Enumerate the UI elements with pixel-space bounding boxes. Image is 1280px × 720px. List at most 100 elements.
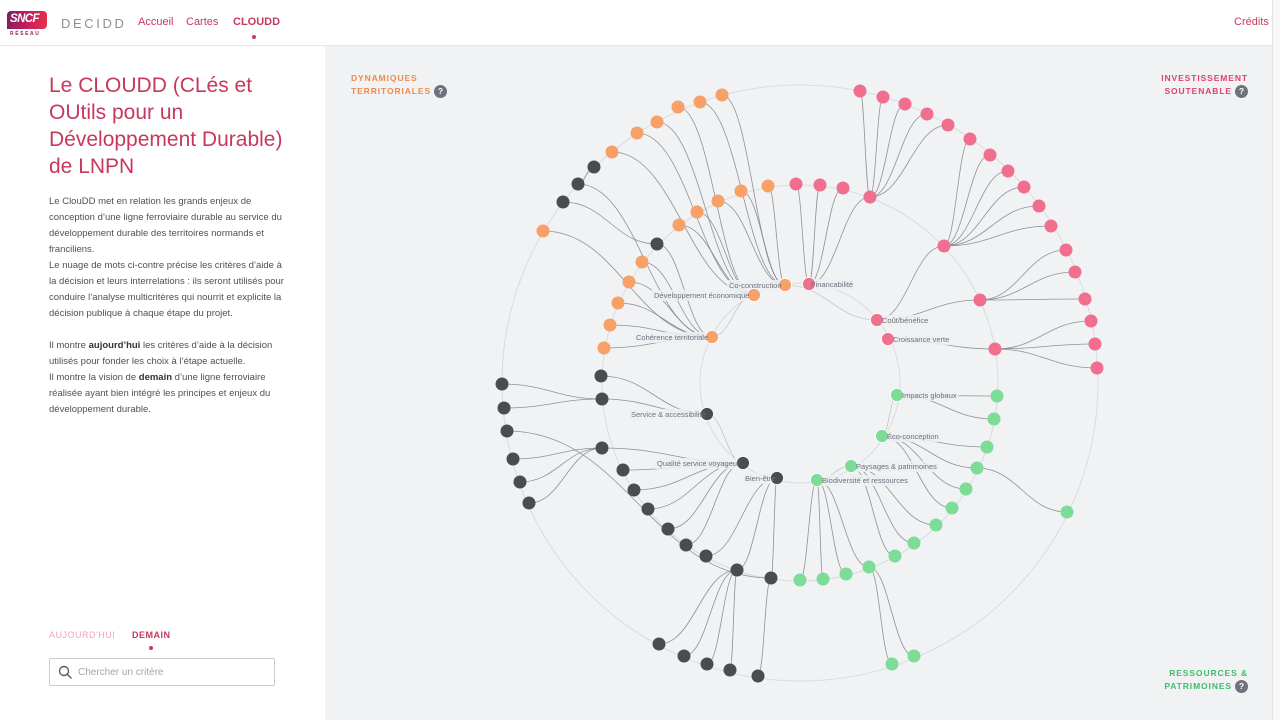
hub-node[interactable]: Croissance verte: [881, 332, 952, 346]
criterion-node[interactable]: [1044, 219, 1058, 233]
criterion-node[interactable]: [1084, 314, 1098, 328]
criterion-node[interactable]: [888, 549, 902, 563]
hub-node[interactable]: Éco-conception: [875, 429, 941, 443]
nav-cartes[interactable]: Cartes: [186, 16, 219, 28]
criterion-node[interactable]: [980, 440, 994, 454]
criterion-node[interactable]: [941, 118, 955, 132]
hub-node[interactable]: Service & accessibilité: [629, 407, 714, 421]
hub-node[interactable]: Développement économique: [652, 288, 761, 302]
criterion-node[interactable]: [661, 522, 675, 536]
criterion-node[interactable]: [789, 177, 803, 191]
hub-node[interactable]: Biodiversité et ressources: [810, 473, 910, 487]
criterion-node[interactable]: [500, 424, 514, 438]
criterion-node[interactable]: [761, 179, 775, 193]
criterion-node[interactable]: [715, 88, 729, 102]
criterion-node[interactable]: [1088, 337, 1102, 351]
hub-circle[interactable]: [802, 277, 816, 291]
criterion-node[interactable]: [605, 145, 619, 159]
hub-circle[interactable]: [844, 459, 858, 473]
criterion-node[interactable]: [522, 496, 536, 510]
criterion-node[interactable]: [635, 255, 649, 269]
criterion-node[interactable]: [1090, 361, 1104, 375]
help-icon[interactable]: ?: [1235, 680, 1248, 694]
criterion-node[interactable]: [595, 441, 609, 455]
criterion-node[interactable]: [1001, 164, 1015, 178]
criterion-node[interactable]: [679, 538, 693, 552]
criterion-node[interactable]: [987, 412, 1001, 426]
help-icon[interactable]: ?: [434, 85, 448, 99]
nav-accueil[interactable]: Accueil: [138, 16, 174, 28]
hub-circle[interactable]: [700, 407, 714, 421]
criterion-node[interactable]: [898, 97, 912, 111]
hub-node[interactable]: Co-construction: [727, 278, 792, 292]
criterion-node[interactable]: [920, 107, 934, 121]
criterion-node[interactable]: [734, 184, 748, 198]
search-input[interactable]: [78, 663, 268, 681]
criterion-node[interactable]: [1060, 505, 1074, 519]
criterion-node[interactable]: [963, 132, 977, 146]
criterion-node[interactable]: [597, 341, 611, 355]
criterion-node[interactable]: [937, 239, 951, 253]
hub-node[interactable]: Coût/bénéfice: [870, 313, 931, 327]
hub-node[interactable]: Cohérence territoriale: [634, 330, 719, 344]
tab-demain[interactable]: DEMAIN: [132, 630, 171, 640]
hub-circle[interactable]: [875, 429, 889, 443]
criterion-node[interactable]: [513, 475, 527, 489]
hub-node[interactable]: Qualité service voyageur: [655, 456, 750, 470]
criterion-node[interactable]: [616, 463, 630, 477]
credits-link[interactable]: Crédits: [1234, 16, 1269, 28]
help-icon[interactable]: ?: [1235, 85, 1248, 99]
criterion-node[interactable]: [816, 572, 830, 586]
hub-circle[interactable]: [736, 456, 750, 470]
criterion-node[interactable]: [863, 190, 877, 204]
criterion-node[interactable]: [1068, 265, 1082, 279]
criterion-node[interactable]: [627, 483, 641, 497]
criterion-node[interactable]: [1017, 180, 1031, 194]
criterion-node[interactable]: [730, 563, 744, 577]
hub-circle[interactable]: [810, 473, 824, 487]
criterion-node[interactable]: [603, 318, 617, 332]
tab-aujourdhui[interactable]: AUJOURD'HUI: [49, 630, 116, 640]
criterion-node[interactable]: [839, 567, 853, 581]
hub-circle[interactable]: [778, 278, 792, 292]
hub-circle[interactable]: [747, 288, 761, 302]
page-scrollbar[interactable]: [1272, 0, 1280, 720]
criterion-node[interactable]: [876, 90, 890, 104]
criterion-node[interactable]: [1059, 243, 1073, 257]
criterion-node[interactable]: [497, 401, 511, 415]
criterion-node[interactable]: [641, 502, 655, 516]
criterion-node[interactable]: [693, 95, 707, 109]
hub-node[interactable]: Paysages & patrimoines: [844, 459, 939, 473]
criterion-node[interactable]: [536, 224, 550, 238]
criterion-node[interactable]: [677, 649, 691, 663]
criterion-node[interactable]: [652, 637, 666, 651]
criterion-node[interactable]: [885, 657, 899, 671]
hub-circle[interactable]: [705, 330, 719, 344]
criterion-node[interactable]: [650, 237, 664, 251]
criterion-node[interactable]: [711, 194, 725, 208]
criterion-node[interactable]: [1032, 199, 1046, 213]
criterion-node[interactable]: [672, 218, 686, 232]
criterion-node[interactable]: [700, 657, 714, 671]
criterion-node[interactable]: [907, 649, 921, 663]
criterion-node[interactable]: [813, 178, 827, 192]
hub-circle[interactable]: [890, 388, 904, 402]
criterion-node[interactable]: [929, 518, 943, 532]
criterion-node[interactable]: [983, 148, 997, 162]
criterion-node[interactable]: [595, 392, 609, 406]
criterion-node[interactable]: [587, 160, 601, 174]
criterion-node[interactable]: [973, 293, 987, 307]
criterion-node[interactable]: [970, 461, 984, 475]
criterion-node[interactable]: [836, 181, 850, 195]
criterion-node[interactable]: [630, 126, 644, 140]
hub-circle[interactable]: [881, 332, 895, 346]
criterion-node[interactable]: [990, 389, 1004, 403]
criterion-node[interactable]: [959, 482, 973, 496]
criterion-node[interactable]: [723, 663, 737, 677]
criterion-node[interactable]: [594, 369, 608, 383]
criterion-node[interactable]: [671, 100, 685, 114]
hub-node[interactable]: Financabilité: [802, 277, 856, 291]
criterion-node[interactable]: [495, 377, 509, 391]
criterion-node[interactable]: [650, 115, 664, 129]
criterion-node[interactable]: [622, 275, 636, 289]
